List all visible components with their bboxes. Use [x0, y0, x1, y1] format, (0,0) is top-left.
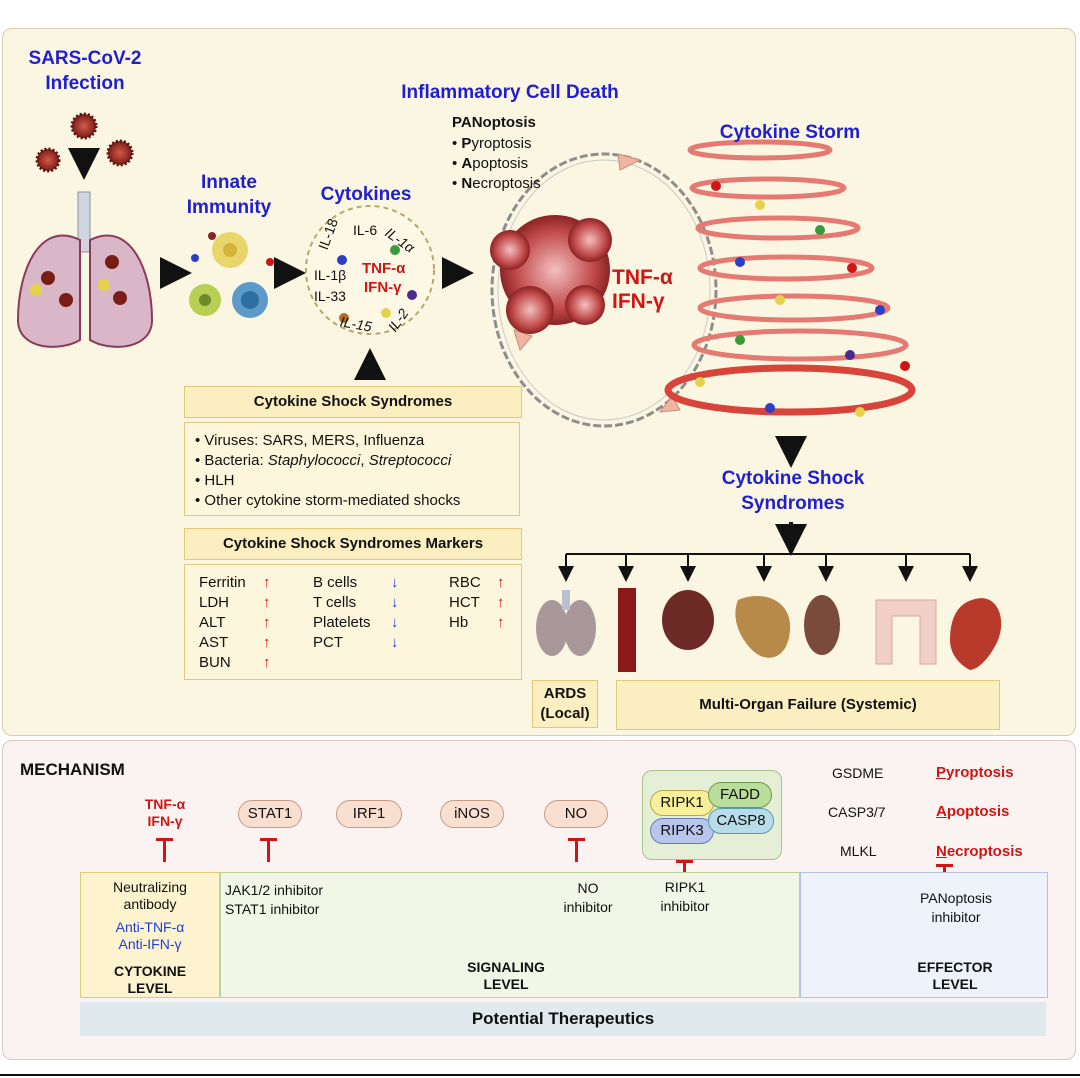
tnf-label: TNF-α [362, 260, 406, 277]
no-inhibitor-label: NO inhibitor [563, 880, 613, 915]
effector-casp37: CASP3/7 [828, 804, 886, 820]
marker-item: Ferritin [199, 574, 246, 591]
markers-col3: RBC HCT Hb [449, 573, 481, 633]
css-item: • Viruses: SARS, MERS, Influenza [195, 432, 425, 449]
lungs-icon [16, 191, 154, 348]
outcome-apoptosis: Apoptosis [936, 803, 1010, 820]
blood-vessel-icon [618, 588, 636, 672]
css-item: • Other cytokine storm-mediated shocks [195, 492, 461, 509]
bottom-rule [0, 1074, 1080, 1076]
inhibitor-bar-icon [568, 836, 585, 862]
node-casp8: CASP8 [708, 808, 774, 834]
level-title: CYTOKINE LEVEL [113, 963, 187, 996]
cytokines-title: Cytokines [320, 184, 412, 205]
panoptosis-item: • Pyroptosis [452, 135, 532, 152]
cytokine-label: IL-1β [314, 267, 347, 283]
marker-item: PCT [313, 634, 343, 651]
up-arrows-col3: ↑↑↑ [497, 574, 505, 631]
mech-cytokines: TNF-α IFN-γ [140, 796, 190, 830]
panoptosis-list: • Pyroptosis • Apoptosis • Necroptosis [452, 134, 541, 194]
tnf-label: TNF-α [144, 796, 186, 812]
marker-item: AST [199, 634, 229, 651]
intestine-icon [875, 599, 937, 665]
panoptosis-item: • Necroptosis [452, 175, 541, 192]
ripk1-inhibitor-label: RIPK1 inhibitor [660, 879, 710, 914]
ards-box: ARDS (Local) [532, 680, 598, 728]
marker-item: B cells [313, 574, 358, 591]
panoptosis-label: PANoptosis [452, 114, 536, 131]
css-item: • HLH [195, 472, 235, 489]
icd-title: Inflammatory Cell Death [401, 82, 619, 103]
cytokine-circle [305, 205, 435, 335]
css-title: Cytokine Shock Syndromes [721, 468, 865, 514]
css-item: • Bacteria: Staphylococci, Streptococci [195, 452, 452, 469]
level-title: EFFECTOR LEVEL [917, 959, 993, 992]
markers-col1: Ferritin LDH ALT AST BUN [199, 573, 246, 673]
immune-cells-icon [189, 232, 274, 318]
markers-col2: B cells T cells Platelets PCT [313, 573, 371, 653]
node-ripk1: RIPK1 [650, 790, 714, 816]
cytokine-label: IL-6 [353, 222, 378, 238]
heart-icon [950, 598, 1002, 670]
marker-item: ALT [199, 614, 226, 631]
panoptosis-item: • Apoptosis [452, 155, 529, 172]
signaling-level-box: JAK1/2 inhibitor STAT1 inhibitor NO inhi… [220, 872, 800, 998]
sars-title: SARS-CoV-2 Infection [28, 48, 142, 94]
node-inos: iNOS [440, 800, 504, 828]
liver-icon [735, 595, 791, 658]
css-box-title: Cytokine Shock Syndromes [184, 386, 522, 418]
marker-item: BUN [199, 654, 231, 671]
marker-item: LDH [199, 594, 230, 611]
marker-item: Platelets [313, 614, 371, 631]
effector-gsdme: GSDME [832, 765, 884, 781]
cytokine-dots [695, 181, 910, 417]
jak-label: JAK1/2 inhibitor STAT1 inhibitor [225, 882, 324, 917]
level-title: SIGNALING LEVEL [467, 959, 545, 992]
anti-label: Anti-TNF-α Anti-IFN-γ [115, 919, 185, 952]
node-fadd: FADD [708, 782, 772, 808]
neutralizing-label: Neutralizing antibody [113, 879, 187, 912]
css-box-list: • Viruses: SARS, MERS, Influenza • Bacte… [184, 422, 520, 516]
up-arrows-col1: ↑↑↑↑↑ [263, 574, 271, 671]
virus-icon [35, 112, 134, 173]
panoptosis-inhibitor-label: PANoptosis inhibitor [919, 890, 993, 925]
ifn-label: IFN-γ [147, 813, 183, 829]
lung-organ-icon [536, 590, 596, 656]
cytokine-level-box: Neutralizing antibody Anti-TNF-α Anti-IF… [80, 872, 220, 998]
effector-level-box: PANoptosis inhibitor EFFECTOR LEVEL [800, 872, 1048, 998]
node-irf1: IRF1 [336, 800, 402, 828]
node-stat1: STAT1 [238, 800, 302, 828]
dying-cells-icon [490, 215, 612, 334]
down-arrows-col2: ↓↓↓↓ [391, 574, 399, 651]
kidney-icon [804, 595, 840, 655]
outcome-pyroptosis: Pyroptosis [936, 764, 1014, 781]
inhibitor-bar-icon [156, 836, 173, 862]
outcome-necroptosis: Necroptosis [936, 843, 1023, 860]
organ-branch-arrows [558, 553, 978, 582]
marker-item: Hb [449, 614, 469, 631]
inhibitor-bar-icon [260, 836, 277, 862]
node-no: NO [544, 800, 608, 828]
cytokine-storm-icon [664, 139, 916, 416]
marker-item: RBC [449, 574, 481, 591]
innate-title: Innate Immunity [186, 172, 272, 218]
ifn-label: IFN-γ [364, 279, 402, 296]
brain-icon [662, 590, 714, 650]
ifn-label: IFN-γ [612, 290, 665, 313]
effector-mlkl: MLKL [840, 843, 877, 859]
markers-box: Ferritin LDH ALT AST BUN ↑↑↑↑↑ B cells T… [184, 564, 522, 680]
panoptosis-cycle [490, 152, 718, 428]
mof-box: Multi-Organ Failure (Systemic) [616, 680, 1000, 730]
storm-title: Cytokine Storm [719, 122, 861, 143]
markers-title: Cytokine Shock Syndromes Markers [184, 528, 522, 560]
node-ripk3: RIPK3 [650, 818, 714, 844]
mechanism-title: MECHANISM [20, 760, 125, 779]
marker-item: HCT [449, 594, 480, 611]
cytokine-label: IL-33 [314, 288, 346, 304]
marker-item: T cells [313, 594, 357, 611]
tnf-label: TNF-α [612, 266, 673, 289]
therapeutics-bar: Potential Therapeutics [80, 1002, 1046, 1036]
